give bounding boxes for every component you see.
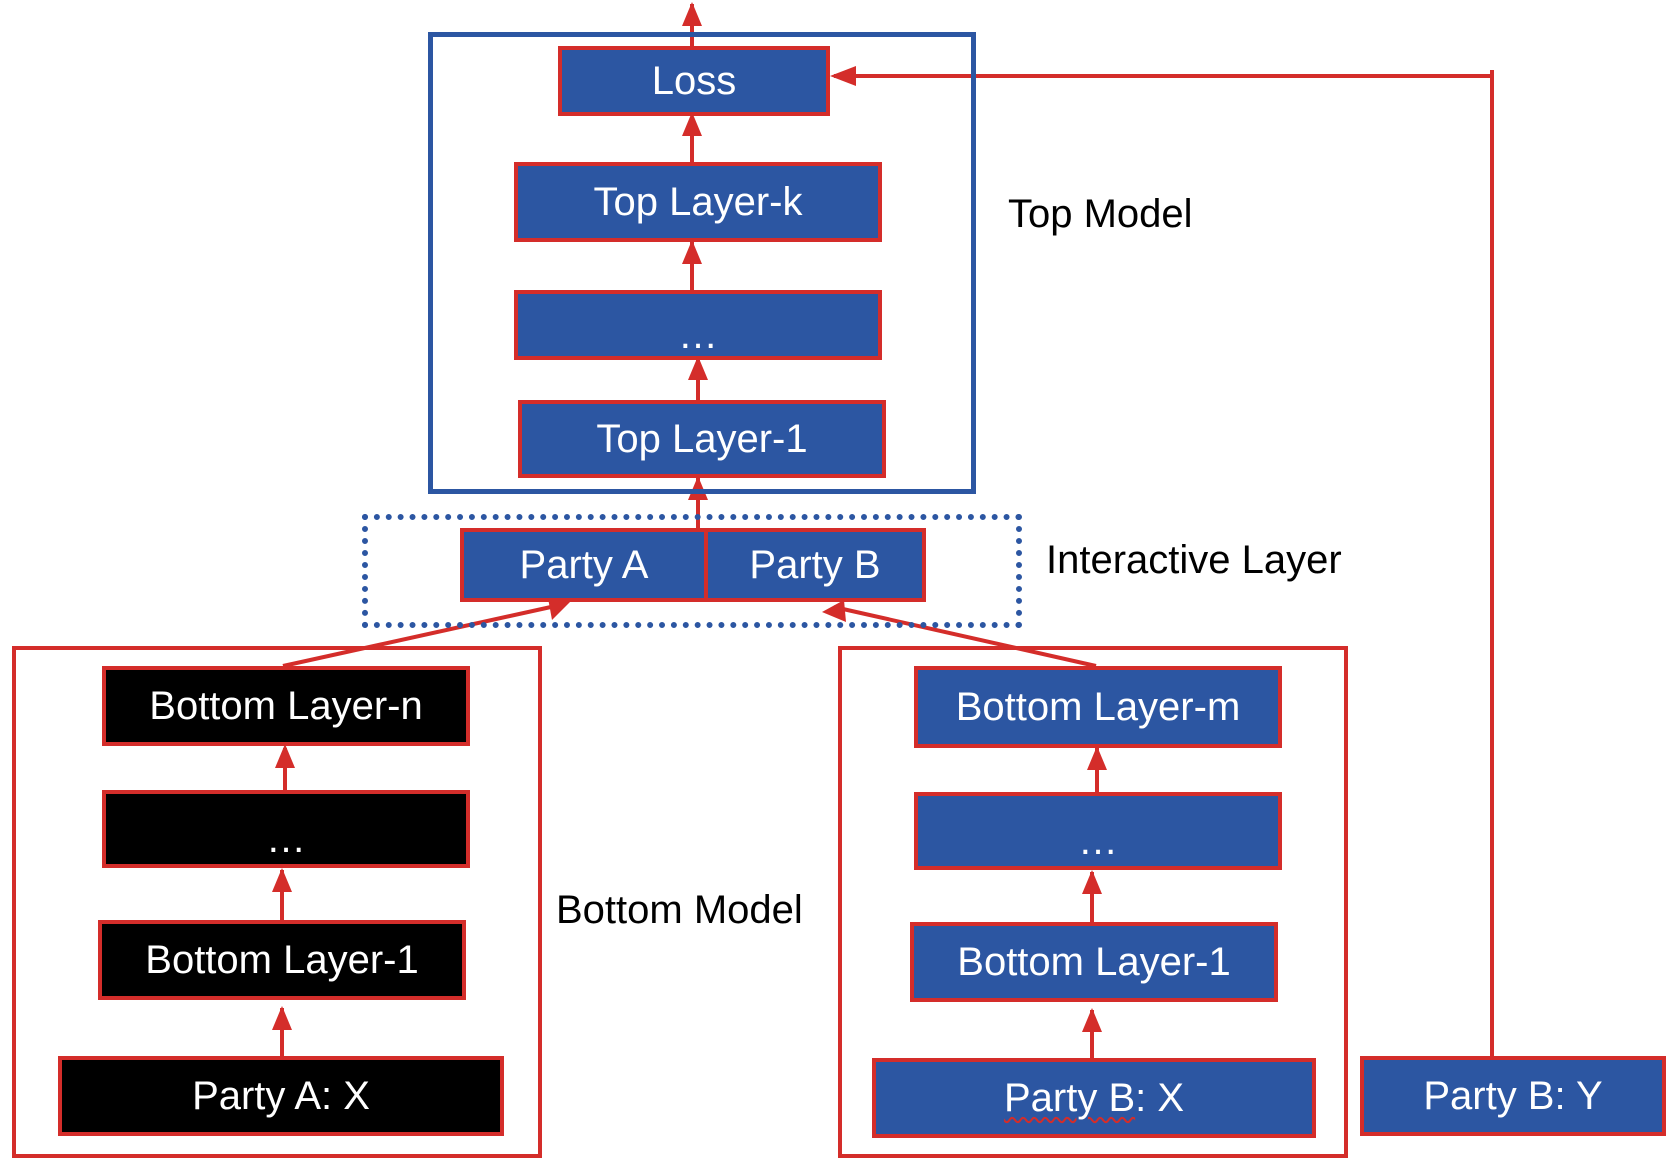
bottom-model-frame-party-a bbox=[12, 646, 542, 1158]
arrow-partyA-bottom-n-to-interactive bbox=[282, 603, 561, 668]
arrowhead-partyB-to-layer-m bbox=[1087, 746, 1107, 770]
party-b-bottom-layer-m-label: Bottom Layer-m bbox=[955, 684, 1241, 729]
party-a-ellipsis-box: … bbox=[102, 790, 470, 868]
party-b-y-label: Party B: Y bbox=[1423, 1073, 1603, 1118]
loss-label: Loss bbox=[651, 58, 737, 103]
top-ellipsis-label: … bbox=[678, 312, 718, 357]
top-layer-k-label: Top Layer-k bbox=[593, 179, 803, 224]
top-model-frame bbox=[428, 32, 976, 494]
party-b-ellipsis-label: … bbox=[1078, 818, 1118, 863]
arrowhead-partyA-to-layer-n bbox=[275, 744, 295, 768]
top-layer-k-box: Top Layer-k bbox=[514, 162, 882, 242]
party-a-bottom-layer-n-box: Bottom Layer-n bbox=[102, 666, 470, 746]
party-a-input-box: Party A: X bbox=[58, 1056, 504, 1136]
interactive-party-a-label: Party A bbox=[519, 542, 649, 587]
arrowhead-loss-output bbox=[682, 2, 702, 26]
arrowhead-partyB-to-layer1 bbox=[1082, 1008, 1102, 1032]
top-layer-1-box: Top Layer-1 bbox=[518, 400, 886, 478]
top-model-section-label: Top Model bbox=[1008, 192, 1193, 236]
party-a-bottom-layer-1-box: Bottom Layer-1 bbox=[98, 920, 466, 1000]
interactive-divider bbox=[704, 532, 708, 598]
party-b-input-party-word: Party B bbox=[1003, 1075, 1136, 1120]
interactive-layer-frame bbox=[362, 514, 1022, 628]
arrowhead-to-loss bbox=[682, 112, 702, 136]
arrowhead-partyB-to-ellipsis bbox=[1082, 870, 1102, 894]
arrow-partyB-bottom-m-to-interactive bbox=[833, 605, 1097, 668]
interactive-party-b-label: Party B bbox=[749, 542, 881, 587]
top-layer-1-label: Top Layer-1 bbox=[596, 416, 808, 461]
party-b-bottom-layer-1-box: Bottom Layer-1 bbox=[910, 922, 1278, 1002]
arrowhead-feedback-to-loss bbox=[830, 66, 856, 86]
party-b-input-label: Party B: X bbox=[1004, 1076, 1184, 1121]
party-a-bottom-layer-1-label: Bottom Layer-1 bbox=[145, 937, 419, 982]
party-b-input-rest: : X bbox=[1135, 1075, 1185, 1120]
party-b-bottom-layer-m-box: Bottom Layer-m bbox=[914, 666, 1282, 748]
arrowhead-partyA-to-ellipsis bbox=[272, 868, 292, 892]
arrowhead-partyA-to-layer1 bbox=[272, 1006, 292, 1030]
party-b-bottom-layer-1-label: Bottom Layer-1 bbox=[957, 939, 1231, 984]
arrowhead-to-top1 bbox=[688, 476, 708, 500]
arrowhead-to-topk bbox=[682, 240, 702, 264]
party-a-bottom-layer-n-label: Bottom Layer-n bbox=[149, 683, 423, 728]
party-b-input-box: Party B: X bbox=[872, 1058, 1316, 1138]
party-a-input-label: Party A: X bbox=[192, 1073, 370, 1118]
bottom-model-frame-party-b bbox=[838, 646, 1348, 1158]
interactive-layer-box: Party A Party B bbox=[460, 528, 926, 602]
loss-box: Loss bbox=[558, 46, 830, 116]
party-b-ellipsis-box: … bbox=[914, 792, 1282, 870]
party-a-ellipsis-label: … bbox=[266, 816, 306, 861]
arrowhead-to-ellipsis bbox=[688, 356, 708, 380]
interactive-layer-section-label: Interactive Layer bbox=[1046, 538, 1342, 582]
bottom-model-section-label: Bottom Model bbox=[556, 888, 803, 932]
party-b-y-box: Party B: Y bbox=[1360, 1056, 1666, 1136]
top-ellipsis-box: … bbox=[514, 290, 882, 360]
arrowhead-partyB-to-interactive bbox=[822, 600, 846, 622]
arrowhead-partyA-to-interactive bbox=[548, 598, 572, 620]
